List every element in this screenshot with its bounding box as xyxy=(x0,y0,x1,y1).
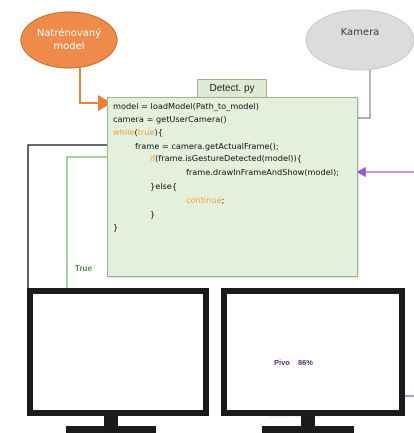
model-to-code-arrow xyxy=(79,68,112,111)
trained-model-label-line1: Natrénovaný xyxy=(36,28,102,39)
code-line-10: } xyxy=(113,222,118,232)
code-line-2-text: camera = getUserCamera() xyxy=(113,114,227,124)
true-branch-label: True xyxy=(75,264,92,273)
monitor-right-stand xyxy=(301,416,315,428)
trained-model-label-line2: model xyxy=(53,41,85,52)
code-line-6-text: frame.drawInFrameAndShow(model); xyxy=(186,167,339,177)
loop-arrow xyxy=(27,139,133,316)
code-line-9: } xyxy=(150,209,155,219)
monitor-left-base xyxy=(66,426,156,433)
camera-label: Kamera xyxy=(340,27,380,38)
detection-class: Pivo xyxy=(274,358,290,367)
code-line-3-open: ( xyxy=(134,127,138,137)
code-box xyxy=(107,97,358,277)
code-line-4: frame = camera.getActualFrame(); xyxy=(135,141,279,151)
camera-node xyxy=(305,9,414,71)
code-line-3-close: ){ xyxy=(154,127,163,137)
code-line-2: camera = getUserCamera() xyxy=(113,114,227,124)
monitor-right xyxy=(221,288,405,416)
code-file-title: Detect. py xyxy=(197,79,267,99)
code-line-5: if(frame.isGestureDetected(model)){ xyxy=(150,153,302,163)
code-line-5-text: (frame.isGestureDetected(model)){ xyxy=(155,153,302,163)
detection-label: Pivo 86% xyxy=(272,357,319,369)
code-line-4-text: frame = camera.getActualFrame(); xyxy=(135,141,279,151)
monitor-left xyxy=(27,288,209,416)
monitor-left-stand xyxy=(104,416,118,428)
code-keyword-true: true xyxy=(137,127,155,137)
monitor-right-base xyxy=(262,426,354,433)
trained-model-node xyxy=(20,11,118,69)
code-line-7-text: }else{ xyxy=(150,181,178,191)
code-line-8-text: ; xyxy=(221,195,225,205)
code-line-7: }else{ xyxy=(150,181,177,191)
code-line-9-text: } xyxy=(150,209,156,219)
code-line-1-text: model = loadModel(Path_to_model) xyxy=(113,101,259,111)
code-keyword-while: while xyxy=(113,127,135,137)
code-line-1: model = loadModel(Path_to_model) xyxy=(113,101,259,111)
code-line-6: frame.drawInFrameAndShow(model); xyxy=(186,167,339,177)
trained-model-label: Natrénovaný model xyxy=(29,27,109,53)
code-line-10-text: } xyxy=(113,222,119,232)
code-line-3: while(true){ xyxy=(113,127,163,137)
detection-confidence: 86% xyxy=(297,358,313,367)
code-keyword-if: if xyxy=(150,153,156,163)
code-line-8: continue; xyxy=(186,195,224,205)
code-keyword-continue: continue xyxy=(186,195,222,205)
